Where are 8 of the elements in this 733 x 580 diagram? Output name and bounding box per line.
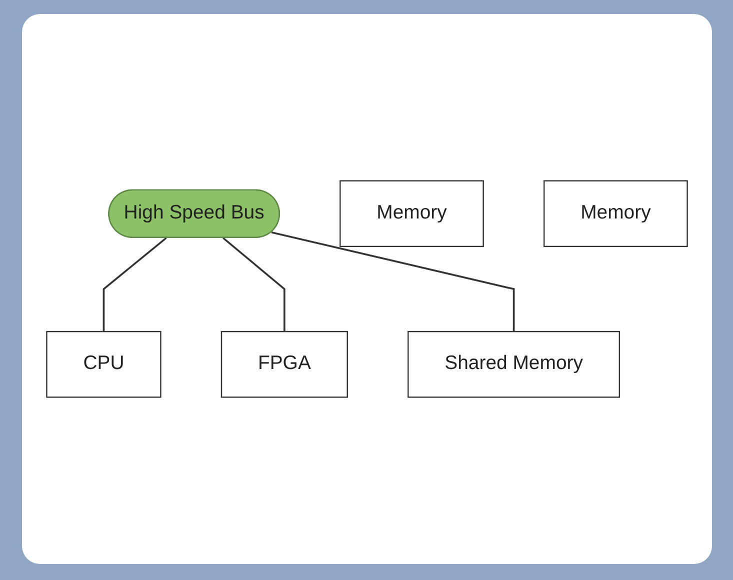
node-box: Shared Memory: [408, 330, 620, 398]
node-box: FPGA: [220, 330, 348, 398]
node-box: Memory: [340, 180, 484, 248]
node-box: CPU: [46, 330, 162, 398]
connector: [102, 237, 167, 332]
node-box: Memory: [544, 180, 688, 248]
connector: [222, 237, 286, 332]
connector: [271, 231, 515, 332]
